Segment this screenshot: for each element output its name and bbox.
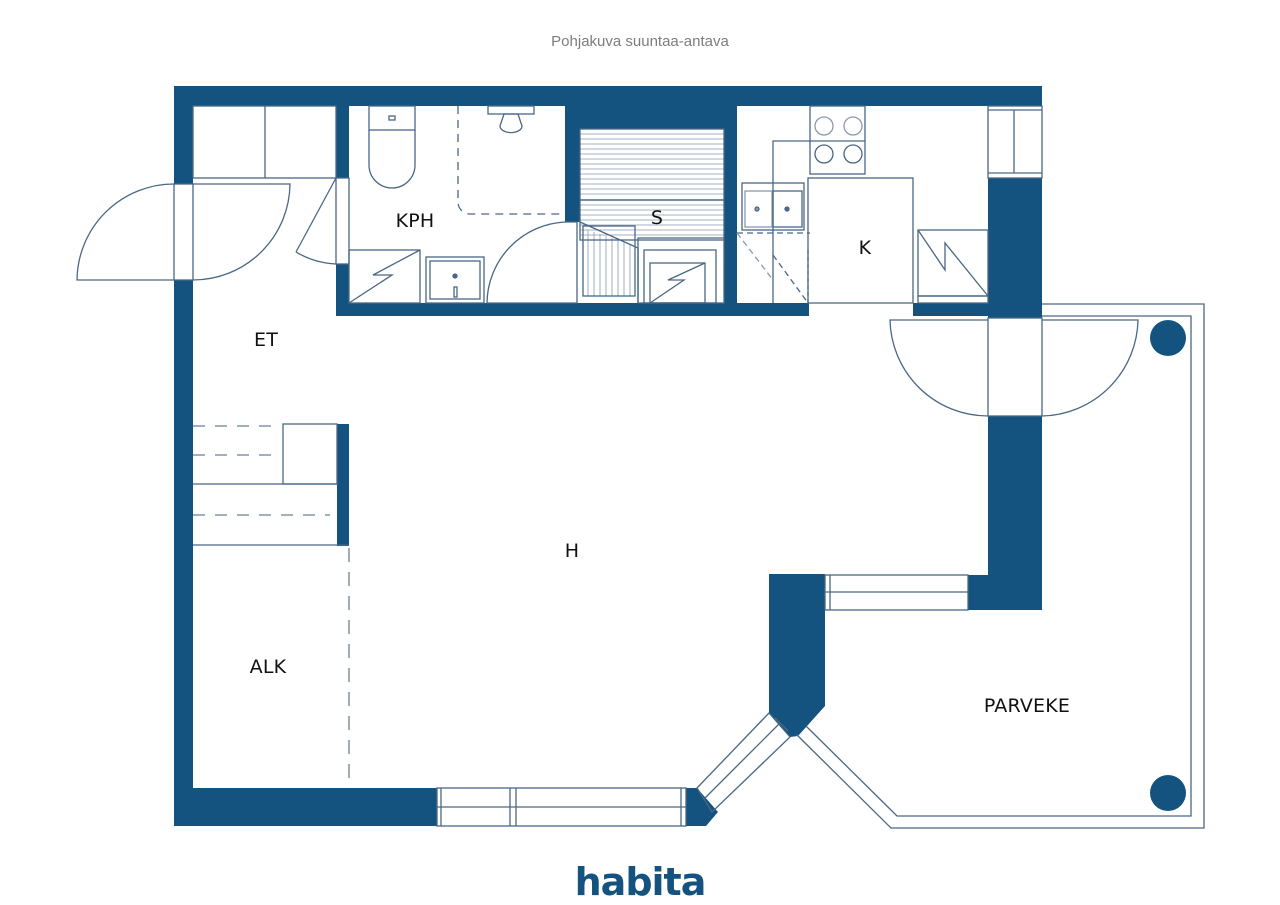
fixtures (76, 105, 1205, 829)
room-label-s: S (650, 207, 664, 229)
walls (174, 86, 1186, 826)
room-label-et: ET (253, 329, 279, 351)
room-label-kph: KPH (395, 210, 435, 232)
room-label-h: H (564, 540, 580, 562)
room-label-parveke: PARVEKE (983, 695, 1071, 717)
plan-disclaimer: Pohjakuva suuntaa-antava (551, 33, 729, 50)
room-label-alk: ALK (249, 656, 287, 678)
room-label-k: K (858, 237, 872, 259)
habita-logo: habita (574, 860, 707, 904)
